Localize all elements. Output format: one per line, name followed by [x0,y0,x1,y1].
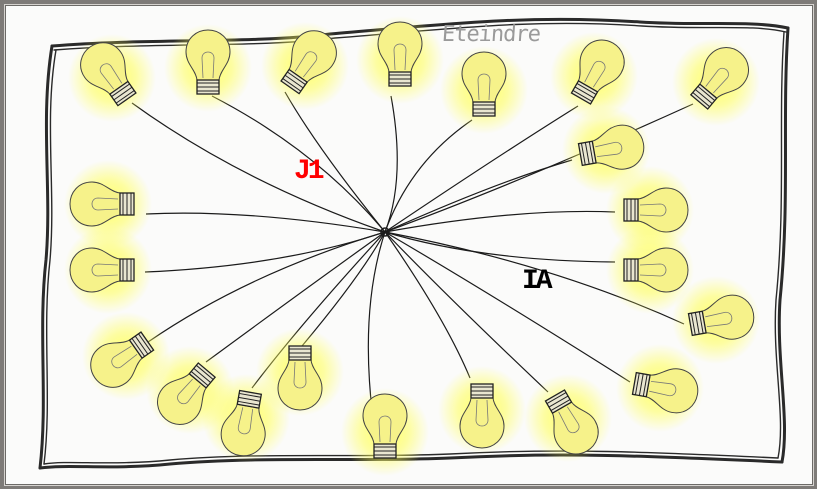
light-bulb[interactable] [508,358,628,478]
light-bulb[interactable] [356,16,444,104]
light-bulb[interactable] [244,5,367,128]
light-bulb[interactable] [64,160,152,248]
wire-hub [380,227,390,237]
wire [144,231,386,273]
player-j1-label: J1 [294,156,325,187]
wire [367,231,386,411]
light-bulb[interactable] [256,328,344,416]
wire [384,231,616,263]
light-bulb[interactable] [341,388,429,476]
wire [384,103,694,233]
wire [384,231,631,383]
bulbs [51,5,778,478]
light-bulb[interactable] [606,226,694,314]
light-bulb[interactable] [51,17,174,140]
wire [384,231,471,379]
light-bulb[interactable] [64,226,152,314]
wire [145,212,386,233]
wire [384,210,616,233]
wire [205,231,386,363]
player-ia-label: IA [522,266,553,297]
wire [131,102,386,233]
light-bulb[interactable] [534,16,654,136]
light-bulb[interactable] [654,20,778,144]
game-logo: Eteindre [441,22,541,47]
wire [384,119,473,233]
wire [147,231,386,343]
wire [384,231,549,393]
light-bulb[interactable] [438,366,526,454]
wire [211,95,386,233]
light-bulb[interactable] [164,24,252,112]
wire [384,159,573,233]
light-bulb[interactable] [609,337,711,439]
light-bulb[interactable] [665,269,767,371]
wire [384,105,579,233]
light-bulb[interactable] [440,46,528,134]
wire [384,95,398,233]
